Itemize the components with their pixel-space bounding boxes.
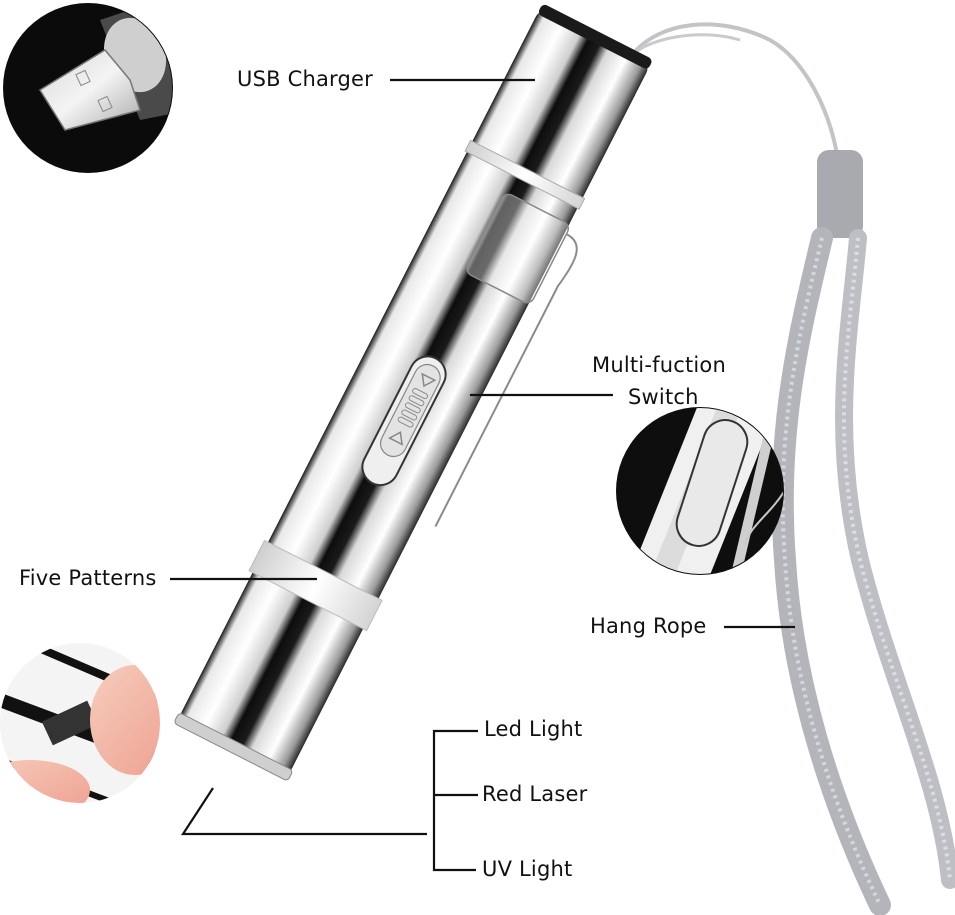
callout-lines [170, 78, 795, 872]
led-light-label: Led Light [484, 717, 583, 741]
rope-cap [817, 150, 863, 238]
usb-plug-closeup [3, 3, 173, 173]
uv-light-label: UV Light [482, 857, 573, 881]
flashlight-body [174, 4, 652, 781]
red-laser-label: Red Laser [482, 782, 588, 806]
switch-closeup [616, 407, 784, 575]
hang-rope-label: Hang Rope [590, 614, 707, 638]
pattern-ring [248, 539, 383, 632]
head-leader [180, 787, 427, 836]
cap-ring [464, 139, 586, 210]
switch-label-line2: Switch [628, 385, 699, 409]
usb-charger-label: USB Charger [237, 67, 373, 91]
hang-rope [630, 22, 955, 915]
head-bracket [432, 729, 478, 872]
five-patterns-label: Five Patterns [19, 566, 157, 590]
pocket-clip [466, 193, 569, 304]
switch-label-line1: Multi-fuction [592, 353, 726, 377]
switch [361, 355, 447, 487]
pattern-ring-closeup [0, 643, 160, 803]
